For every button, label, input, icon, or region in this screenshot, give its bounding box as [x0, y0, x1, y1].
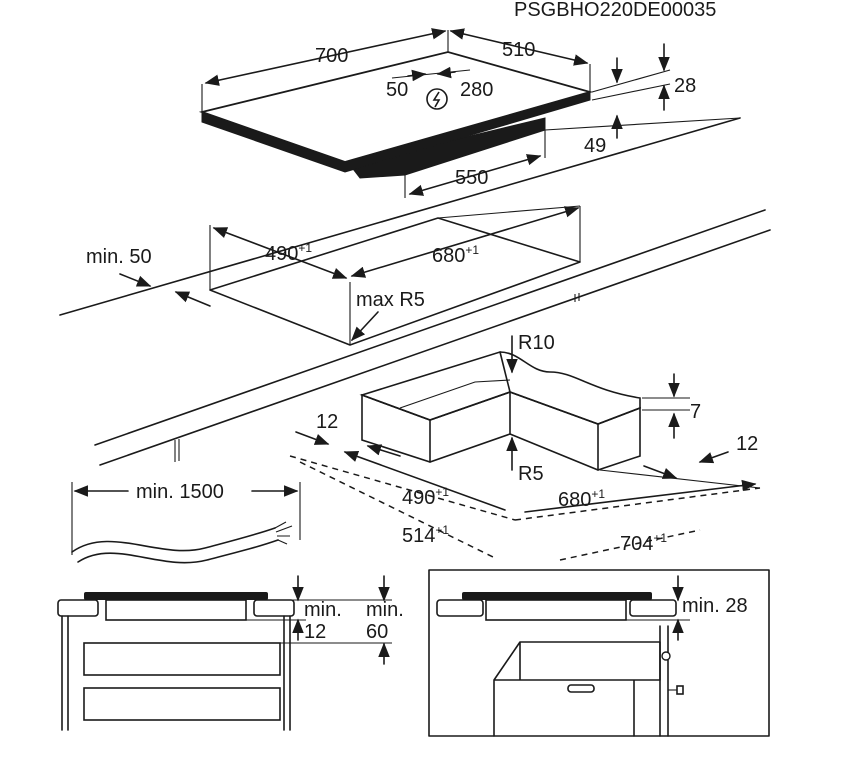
frame-outer-width-label: 704+1: [620, 531, 667, 555]
hob-drawing: 700 510 50 280 28 49 550: [198, 28, 741, 198]
min-edge-distance-label: min. 50: [86, 246, 152, 268]
cutout-depth-label: 490+1: [265, 241, 312, 265]
installation-oven: min. 28: [428, 569, 770, 737]
cutout-projection-right: [514, 487, 761, 521]
corner-radius-label: max R5: [356, 289, 425, 311]
hob-glass-top: [198, 51, 594, 163]
dim-510-line: [449, 28, 589, 66]
frame-top-face: [359, 351, 641, 425]
cutout-width-label: 680+1: [432, 243, 479, 267]
dim-700-line: [204, 28, 447, 86]
hob-bottom-width-label: 550: [455, 167, 488, 189]
oven-frame: [428, 569, 770, 737]
hob-glass-edge: [201, 91, 591, 173]
right-worktop: [253, 599, 295, 617]
hob-depth-below-label: 49: [584, 135, 606, 157]
inner-radius-label: R5: [518, 463, 544, 485]
frame-left-margin-label: 12: [316, 411, 338, 433]
oven-handle: [567, 684, 595, 693]
frame-right-margin-label: 12: [736, 433, 758, 455]
worktop-cutout-drawing: 490+1 680+1 min. 50 max R5: [59, 117, 771, 466]
installation-drawers: min. 12 min. 60: [57, 575, 404, 731]
drawer-bottom: [83, 687, 281, 721]
clearance-12-line1: min.: [304, 599, 342, 621]
frame-thickness-label: 7: [690, 401, 701, 423]
oven-body: [493, 641, 661, 737]
hob-width-label: 700: [315, 45, 348, 67]
cable-offset-right-label: 280: [460, 79, 493, 101]
cable-drawing: min. 1500: [71, 481, 301, 564]
clearance-60-line1: min.: [366, 599, 404, 621]
drawer-top: [83, 642, 281, 676]
hob-depth-label: 510: [502, 39, 535, 61]
frame-detail-drawing: R10 R5 7 12 12 490+1 680+1 514+1 704+1: [289, 332, 761, 561]
frame-inner-width-label: 680+1: [558, 487, 605, 511]
lightning-in-circle-icon: [426, 88, 448, 110]
hob-base-shadow: [349, 117, 546, 179]
cutout-projection-left: [289, 455, 516, 521]
hob-height-label: 28: [674, 75, 696, 97]
document-code: PSGBHO220DE00035: [514, 0, 716, 21]
cable-length-label: min. 1500: [136, 481, 224, 503]
cutout-outline: [209, 217, 581, 346]
frame-outer-depth-label: 514+1: [402, 523, 449, 547]
outer-radius-label: R10: [518, 332, 555, 354]
worktop-front-edge-bottom: [99, 229, 771, 466]
oven-clearance-label: min. 28: [682, 595, 748, 617]
power-cable: [71, 527, 276, 553]
frame-inner-depth-label: 490+1: [402, 485, 449, 509]
worktop-front-edge-top: [94, 209, 766, 446]
cable-offset-left-label: 50: [386, 79, 408, 101]
clearance-12-line2: 12: [304, 621, 326, 643]
left-worktop: [57, 599, 99, 617]
clearance-60-line2: 60: [366, 621, 388, 643]
